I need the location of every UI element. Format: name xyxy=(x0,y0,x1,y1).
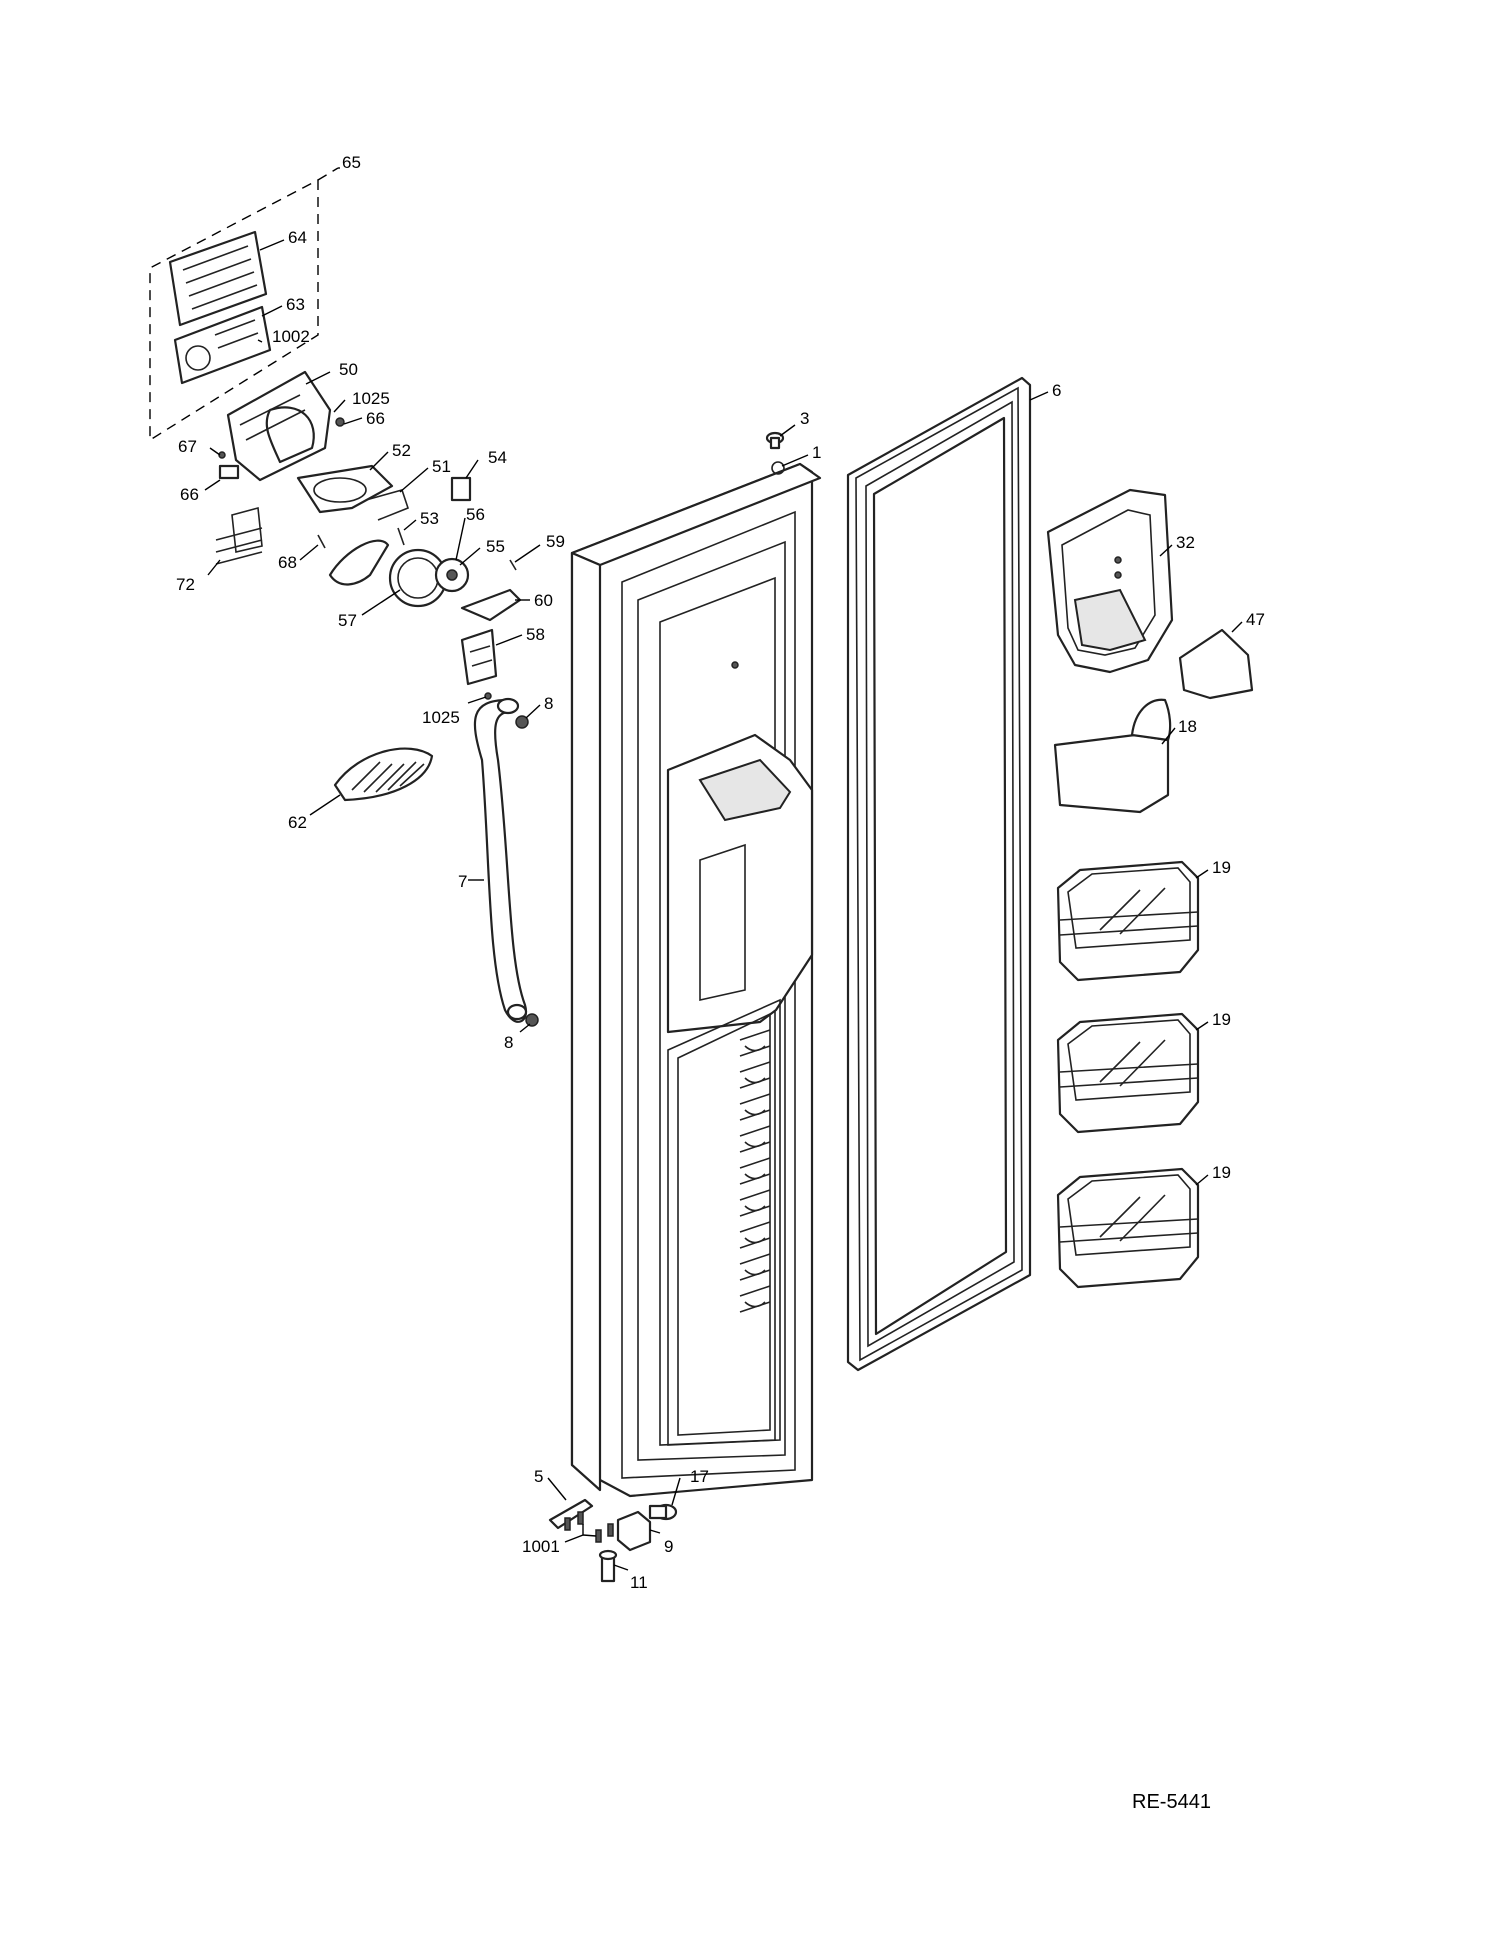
part-62-drip-grille xyxy=(333,747,434,802)
callout-60: 60 xyxy=(534,591,553,610)
callout-57: 57 xyxy=(338,611,357,630)
part-63-control-board xyxy=(173,305,272,385)
part-19c-door-bin xyxy=(1056,1167,1200,1289)
callout-64: 64 xyxy=(288,228,307,247)
callout-1025-top: 1025 xyxy=(352,389,390,408)
part-50-dispenser-housing xyxy=(226,370,332,482)
part-5-hinge-plate xyxy=(548,1498,594,1530)
part-52-ice-chute xyxy=(296,464,394,514)
part-72-wire-harness xyxy=(215,506,263,565)
document-code: RE-5441 xyxy=(1132,1791,1211,1813)
callout-59: 59 xyxy=(546,532,565,551)
callout-62: 62 xyxy=(288,813,307,832)
callout-1002: 1002 xyxy=(272,327,310,346)
part-17-bushing xyxy=(648,1503,678,1521)
part-60-bracket xyxy=(460,588,522,622)
part-66b-clip xyxy=(218,464,240,480)
part-53-pin xyxy=(397,527,405,546)
part-64-panel-cover xyxy=(168,230,268,327)
part-7-door-handle xyxy=(473,697,528,1023)
callout-1025-mid: 1025 xyxy=(422,708,460,727)
callout-54: 54 xyxy=(488,448,507,467)
part-11-hinge-pin xyxy=(598,1549,618,1583)
part-18-bin-cover xyxy=(1053,698,1172,814)
callout-3: 3 xyxy=(800,409,809,428)
callout-53: 53 xyxy=(420,509,439,528)
callout-32: 32 xyxy=(1176,533,1195,552)
callout-1: 1 xyxy=(812,443,821,462)
part-1-freezer-door xyxy=(570,461,822,1498)
callout-55: 55 xyxy=(486,537,505,556)
callout-8-top: 8 xyxy=(544,694,553,713)
callout-7: 7 xyxy=(458,872,467,891)
part-6-door-gasket xyxy=(846,376,1032,1372)
callout-19-middle: 19 xyxy=(1212,1010,1231,1029)
callout-17: 17 xyxy=(690,1467,709,1486)
part-19a-door-bin xyxy=(1056,860,1200,982)
callout-66-bottom: 66 xyxy=(180,485,199,504)
callout-66-top: 66 xyxy=(366,409,385,428)
callout-72: 72 xyxy=(176,575,195,594)
callout-58: 58 xyxy=(526,625,545,644)
callout-51: 51 xyxy=(432,457,451,476)
callout-8-bottom: 8 xyxy=(504,1033,513,1052)
part-54-switch xyxy=(450,476,472,502)
callout-18: 18 xyxy=(1178,717,1197,736)
part-19b-door-bin xyxy=(1056,1012,1200,1134)
callout-52: 52 xyxy=(392,441,411,460)
callout-labels: 65 64 63 1002 50 1025 66 67 66 52 51 54 … xyxy=(176,153,1265,1592)
callout-9: 9 xyxy=(664,1537,673,1556)
part-66a-screw xyxy=(335,417,345,427)
leader-lines xyxy=(204,167,1243,1571)
callout-6: 6 xyxy=(1052,381,1061,400)
callout-1001: 1001 xyxy=(522,1537,560,1556)
part-3-plug xyxy=(765,431,785,450)
part-9-hinge-block xyxy=(616,1510,652,1552)
part-55-solenoid xyxy=(434,557,470,593)
part-58-motor xyxy=(460,628,498,686)
callout-65: 65 xyxy=(342,153,361,172)
part-1025b-screw xyxy=(484,692,492,700)
callout-63: 63 xyxy=(286,295,305,314)
part-8b-cap xyxy=(525,1013,539,1027)
callout-68: 68 xyxy=(278,553,297,572)
callout-67: 67 xyxy=(178,437,197,456)
part-8a-cap xyxy=(515,715,529,729)
assembly-65-boundary xyxy=(149,178,319,442)
part-47-bin-clip xyxy=(1178,628,1254,700)
door-rail-ribs xyxy=(739,1029,771,1313)
callout-11: 11 xyxy=(630,1573,648,1592)
chute-door xyxy=(328,539,390,586)
callout-47: 47 xyxy=(1246,610,1265,629)
callout-19-bottom: 19 xyxy=(1212,1163,1231,1182)
callout-19-top: 19 xyxy=(1212,858,1231,877)
part-51-wire xyxy=(365,489,409,521)
part-68-pin xyxy=(317,534,326,549)
part-32-ice-bin-holder xyxy=(1046,488,1174,674)
callout-56: 56 xyxy=(466,505,485,524)
callout-50: 50 xyxy=(339,360,358,379)
callout-5: 5 xyxy=(534,1467,543,1486)
part-59-screw xyxy=(509,559,517,571)
part-57-gasket xyxy=(388,548,448,608)
